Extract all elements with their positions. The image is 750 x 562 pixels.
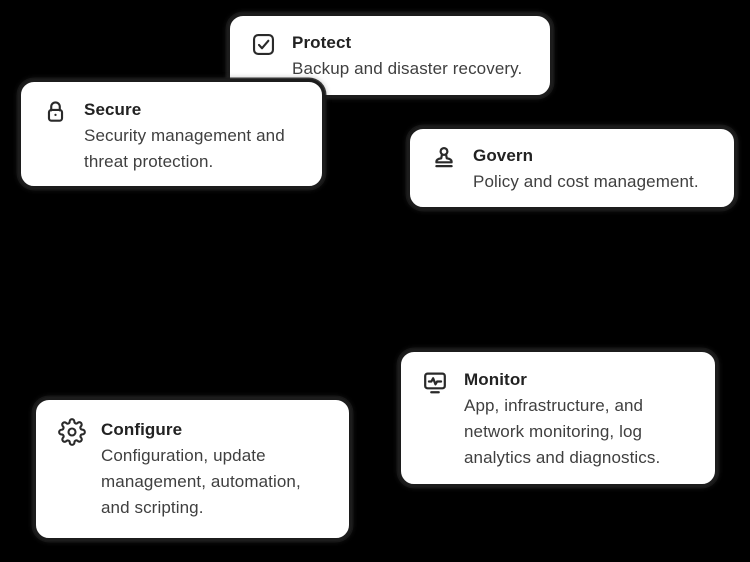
card-secure: Secure Security management and threat pr… xyxy=(18,79,325,189)
card-monitor: Monitor App, infrastructure, and network… xyxy=(398,349,718,487)
card-description: Policy and cost management. xyxy=(473,172,699,191)
card-title: Govern xyxy=(473,146,534,165)
card-description: Backup and disaster recovery. xyxy=(292,59,523,78)
card-description: Security management and threat protectio… xyxy=(84,126,285,171)
card-title: Secure xyxy=(84,100,142,119)
card-description: App, infrastructure, and network monitor… xyxy=(464,396,661,467)
card-title: Monitor xyxy=(464,370,528,389)
card-govern: Govern Policy and cost management. xyxy=(407,126,737,210)
lock-icon xyxy=(42,98,69,125)
card-description: Configuration, update management, automa… xyxy=(101,446,301,517)
monitor-pulse-icon xyxy=(421,368,449,396)
card-title: Protect xyxy=(292,33,352,52)
stamp-icon xyxy=(430,144,458,172)
card-title: Configure xyxy=(101,420,183,439)
card-configure: Configure Configuration, update manageme… xyxy=(33,397,352,541)
check-square-icon xyxy=(250,31,277,58)
gear-icon xyxy=(58,418,86,446)
